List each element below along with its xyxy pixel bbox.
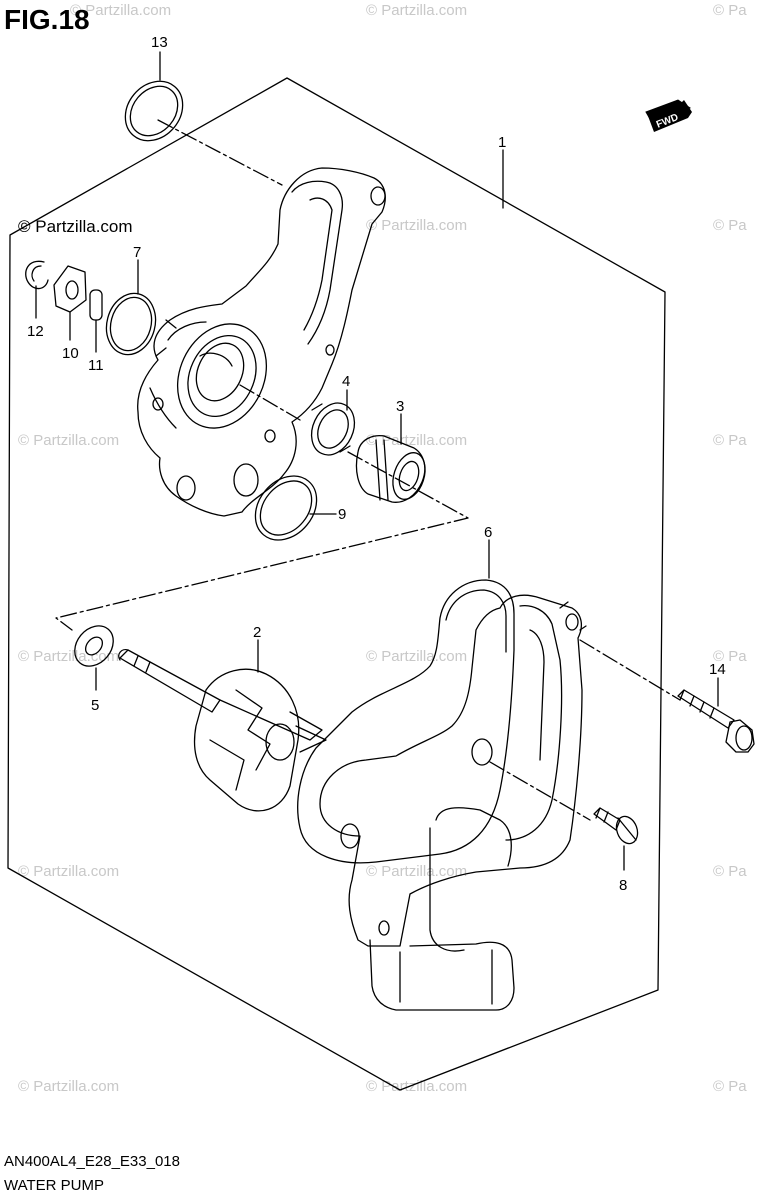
washer-10 [53, 265, 87, 313]
watermark: © Pa [713, 2, 747, 19]
o-ring-13 [124, 80, 184, 142]
bolt-14 [677, 689, 755, 753]
watermark: © Partzilla.com [366, 1078, 468, 1095]
model-code: AN400AL4_E28_E33_018 [4, 1153, 180, 1170]
callout-9: 9 [338, 506, 346, 523]
callout-7: 7 [133, 244, 141, 261]
watermark: © Partzilla.com [70, 2, 172, 19]
pump-case [137, 167, 386, 517]
callout-14: 14 [709, 661, 726, 678]
callout-11: 11 [88, 357, 104, 374]
washer-5 [74, 625, 114, 667]
watermark: © Pa [713, 217, 747, 234]
impeller-shaft-2 [118, 648, 327, 812]
callout-5: 5 [91, 697, 99, 714]
watermark: © Partzilla.com [366, 2, 468, 19]
callout-1: 1 [498, 134, 506, 151]
callout-13: 13 [151, 34, 168, 51]
mechanical-seal-3 [355, 434, 426, 503]
callout-10: 10 [62, 345, 79, 362]
watermark: © Partzilla.com [366, 863, 468, 880]
gasket-6 [297, 579, 515, 864]
circlip-12 [25, 260, 49, 290]
assembly-line [489, 761, 591, 821]
section-name: WATER PUMP [4, 1177, 104, 1194]
callout-12: 12 [27, 323, 44, 340]
assembly-line [157, 119, 283, 186]
callout-3: 3 [396, 398, 404, 415]
bolt-8 [593, 807, 639, 845]
assembly-line [239, 384, 301, 421]
watermark: © Partzilla.com [366, 432, 468, 449]
watermark: © Pa [713, 648, 747, 665]
watermark: © Partzilla.com [18, 648, 120, 665]
callout-2: 2 [253, 624, 261, 641]
watermark: © Pa [713, 432, 747, 449]
watermark: © Partzilla.com [366, 217, 468, 234]
watermark: © Pa [713, 863, 747, 880]
watermark: © Partzilla.com [366, 648, 468, 665]
o-ring-9 [254, 475, 318, 541]
callout-4: 4 [342, 373, 350, 390]
o-ring-7 [105, 292, 157, 356]
callout-8: 8 [619, 877, 627, 894]
assembly-outline [7, 77, 666, 1091]
assembly-line [55, 451, 469, 631]
watermark: © Partzilla.com [18, 217, 133, 236]
watermark: © Partzilla.com [18, 1078, 120, 1095]
seal-4 [310, 402, 356, 456]
pump-cover [319, 594, 587, 1011]
fwd-direction-badge: FWD [645, 99, 692, 132]
watermark: © Pa [713, 1078, 747, 1095]
pin-11 [89, 289, 103, 321]
assembly-line [579, 639, 681, 701]
watermark: © Partzilla.com [18, 863, 120, 880]
callout-6: 6 [484, 524, 492, 541]
watermark: © Partzilla.com [18, 432, 120, 449]
figure-title: FIG.18 [4, 4, 90, 35]
